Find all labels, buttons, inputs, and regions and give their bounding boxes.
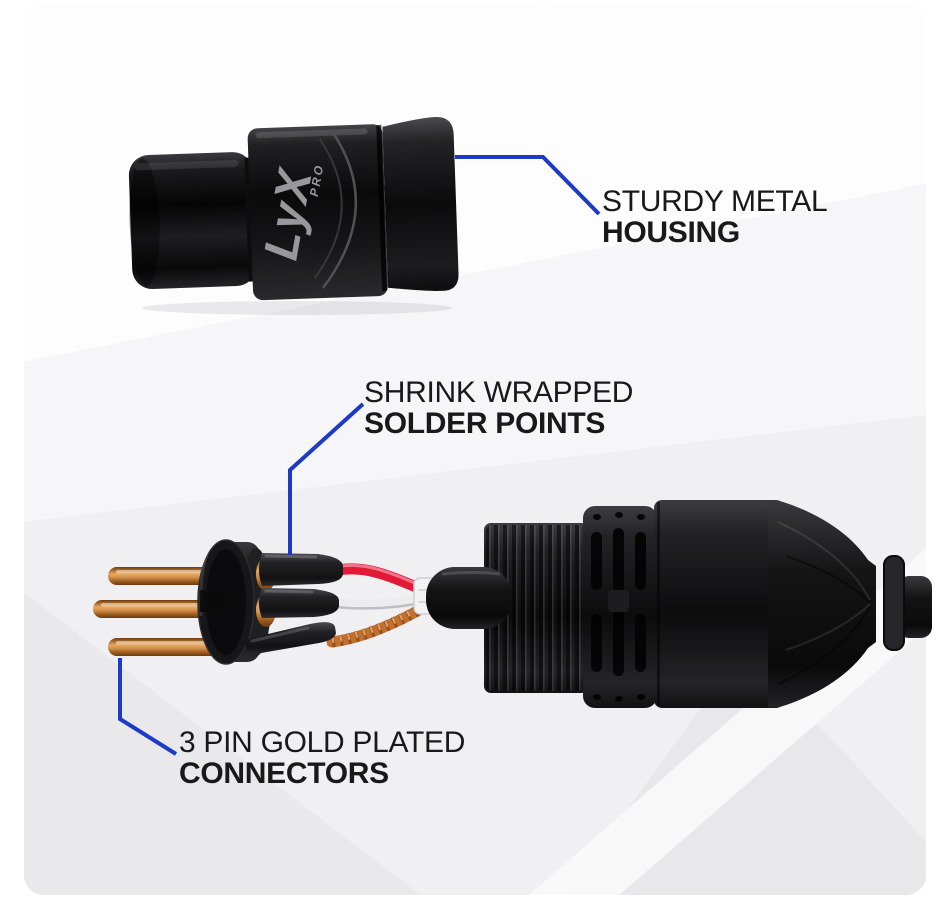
shrink-wrap-tubes bbox=[245, 553, 343, 655]
red-wire bbox=[332, 563, 427, 595]
callout-label-housing-line2: HOUSING bbox=[602, 216, 740, 249]
callout-label-pins: 3 PIN GOLD PLATED CONNECTORS bbox=[179, 727, 465, 789]
shrink-tube-3 bbox=[245, 622, 336, 655]
housing-front-face bbox=[129, 158, 160, 287]
white-wire bbox=[330, 594, 426, 610]
cable-boot bbox=[768, 500, 876, 708]
housing-front-barrel bbox=[128, 152, 257, 289]
inner-strain-relief bbox=[426, 567, 512, 629]
xlr-internals-illustration bbox=[93, 500, 932, 708]
grip-collar bbox=[583, 506, 657, 708]
callout-label-solder-line2: SOLDER POINTS bbox=[364, 407, 606, 440]
callout-label-housing: STURDY METAL HOUSING bbox=[602, 185, 828, 249]
threaded-section bbox=[484, 523, 588, 693]
connector-barrel bbox=[654, 500, 876, 708]
housing-shadow bbox=[142, 301, 452, 315]
boot-crease bbox=[785, 555, 871, 603]
xlr-housing-illustration: LyX PRO bbox=[128, 114, 459, 315]
shrink-tube-2 bbox=[259, 588, 339, 618]
housing-rear-flare bbox=[382, 117, 459, 291]
disc-notch bbox=[200, 590, 226, 612]
shrink-tube-1 bbox=[259, 553, 343, 586]
cable bbox=[898, 576, 932, 638]
housing-main-body bbox=[247, 124, 388, 301]
wires bbox=[326, 563, 427, 648]
callout-label-housing-line1: STURDY METAL bbox=[602, 185, 828, 218]
logo-swoosh-outer bbox=[321, 129, 357, 289]
boot-end-ring bbox=[883, 555, 905, 651]
callout-label-solder: SHRINK WRAPPED SOLDER POINTS bbox=[364, 377, 633, 439]
brand-logo-subtext: PRO bbox=[307, 162, 327, 197]
callout-label-solder-line1: SHRINK WRAPPED bbox=[364, 376, 634, 409]
callout-label-pins-line1: 3 PIN GOLD PLATED bbox=[179, 726, 466, 759]
callout-label-pins-line2: CONNECTORS bbox=[179, 757, 389, 790]
logo-swoosh-inner bbox=[313, 138, 343, 279]
